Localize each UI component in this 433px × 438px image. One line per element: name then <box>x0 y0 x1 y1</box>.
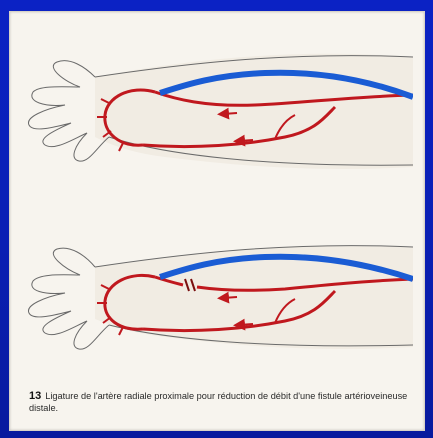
flow-arrow-1-bottom <box>223 297 237 298</box>
flow-arrow-2-top <box>239 140 253 141</box>
panel-top <box>28 54 413 169</box>
anatomical-illustration <box>25 27 413 369</box>
forearm-diagrams <box>25 27 413 369</box>
forearm-shading-bottom <box>95 246 413 349</box>
figure-caption-text: Ligature de l'artère radiale proximale p… <box>29 391 407 413</box>
panel-bottom <box>28 246 413 350</box>
flow-arrow-1-top <box>223 113 237 114</box>
flow-arrow-2-bottom <box>239 324 253 325</box>
figure-number: 13 <box>29 390 41 402</box>
